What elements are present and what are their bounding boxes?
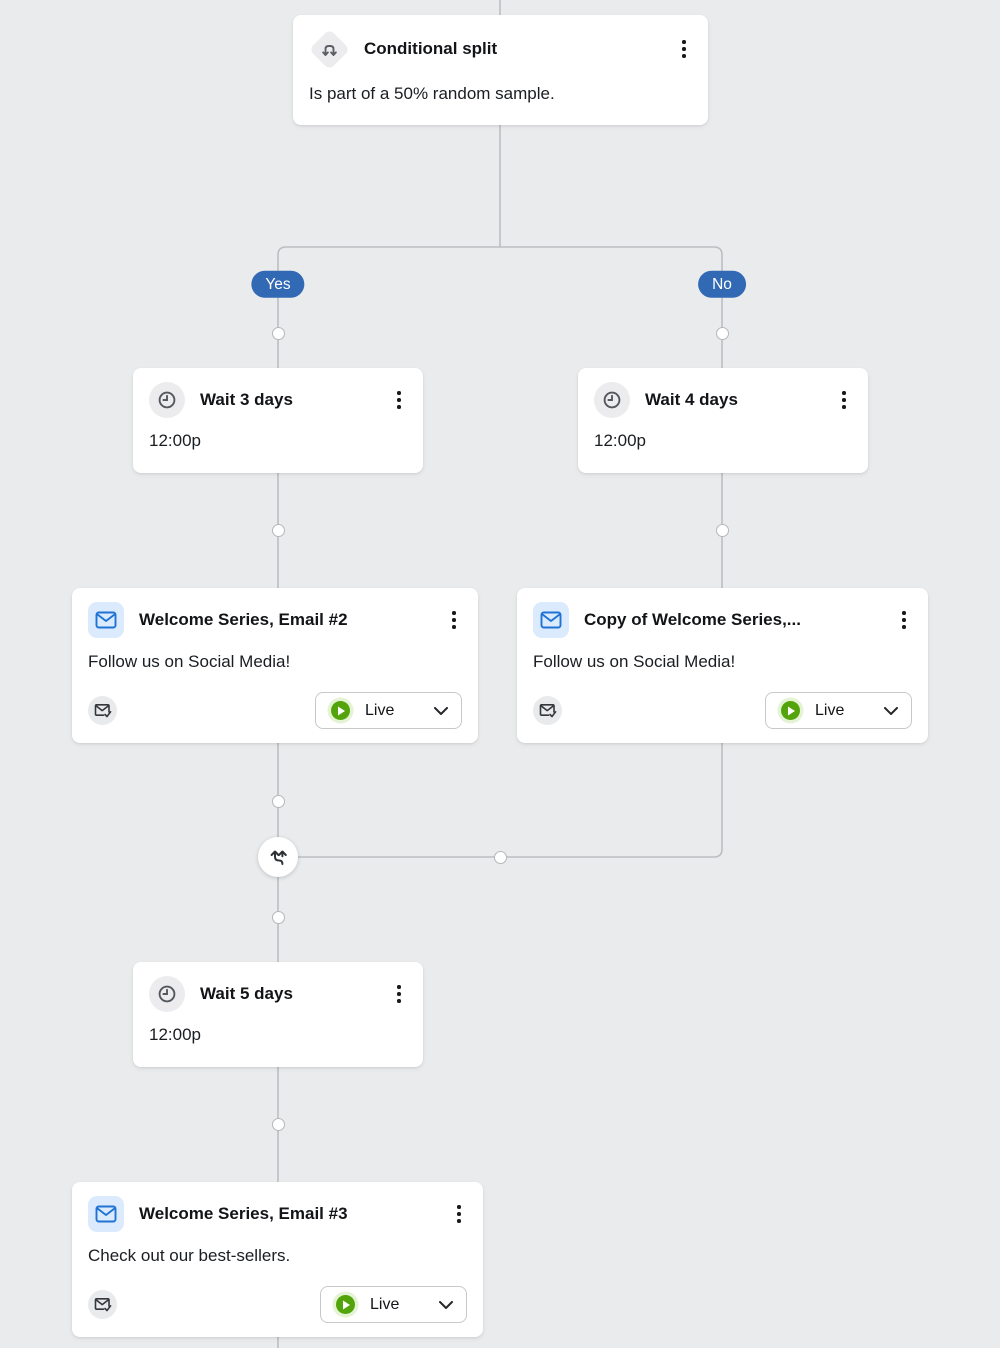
email-card-no-branch[interactable]: Copy of Welcome Series,... Follow us on …	[517, 588, 928, 743]
connector-dot[interactable]	[493, 850, 507, 864]
connector-dot[interactable]	[271, 1117, 285, 1131]
email-subject: Follow us on Social Media!	[88, 652, 291, 671]
conditional-split-card[interactable]: Conditional split Is part of a 50% rando…	[293, 15, 708, 125]
envelope-check-icon	[88, 696, 117, 725]
kebab-menu-icon[interactable]	[391, 386, 407, 414]
kebab-menu-icon[interactable]	[896, 606, 912, 634]
status-label: Live	[370, 1295, 400, 1313]
branch-label-no: No	[698, 270, 746, 298]
kebab-menu-icon[interactable]	[391, 980, 407, 1008]
card-title: Conditional split	[364, 39, 498, 58]
connector-dot[interactable]	[715, 326, 729, 340]
wait-time: 12:00p	[149, 431, 201, 450]
wait-time: 12:00p	[149, 1025, 201, 1044]
play-icon	[781, 701, 800, 720]
card-title: Wait 4 days	[645, 390, 738, 409]
status-dropdown[interactable]: Live	[320, 1286, 467, 1323]
status-dropdown[interactable]: Live	[765, 692, 912, 729]
kebab-menu-icon[interactable]	[451, 1200, 467, 1228]
kebab-menu-icon[interactable]	[446, 606, 462, 634]
status-dropdown[interactable]: Live	[315, 692, 462, 729]
wait-time: 12:00p	[594, 431, 646, 450]
envelope-check-icon	[533, 696, 562, 725]
connector-dot[interactable]	[271, 326, 285, 340]
connector-dot[interactable]	[271, 523, 285, 537]
wait-card-yes-branch[interactable]: Wait 3 days 12:00p	[133, 368, 423, 473]
wait-card-merged[interactable]: Wait 5 days 12:00p	[133, 962, 423, 1067]
card-title: Welcome Series, Email #3	[139, 1204, 348, 1223]
chevron-down-icon	[434, 706, 448, 715]
card-title: Wait 3 days	[200, 390, 293, 409]
email-subject: Follow us on Social Media!	[533, 652, 736, 671]
connector-dot[interactable]	[715, 523, 729, 537]
email-card-yes-branch[interactable]: Welcome Series, Email #2 Follow us on So…	[72, 588, 478, 743]
status-label: Live	[815, 701, 845, 719]
card-title: Copy of Welcome Series,...	[584, 610, 801, 629]
chevron-down-icon	[884, 706, 898, 715]
connector-dot[interactable]	[271, 910, 285, 924]
email-card-merged[interactable]: Welcome Series, Email #3 Check out our b…	[72, 1182, 483, 1337]
chevron-down-icon	[439, 1300, 453, 1309]
branch-label-yes: Yes	[251, 270, 305, 298]
clock-icon	[149, 382, 185, 418]
status-label: Live	[365, 701, 395, 719]
envelope-icon	[88, 1196, 124, 1232]
kebab-menu-icon[interactable]	[676, 35, 692, 63]
card-title: Welcome Series, Email #2	[139, 610, 348, 629]
clock-icon	[149, 976, 185, 1012]
merge-arrows-icon	[258, 837, 298, 877]
envelope-icon	[88, 602, 124, 638]
wait-card-no-branch[interactable]: Wait 4 days 12:00p	[578, 368, 868, 473]
envelope-icon	[533, 602, 569, 638]
split-arrows-icon	[308, 28, 350, 70]
envelope-check-icon	[88, 1290, 117, 1319]
kebab-menu-icon[interactable]	[836, 386, 852, 414]
email-subject: Check out our best-sellers.	[88, 1246, 291, 1265]
card-description: Is part of a 50% random sample.	[309, 84, 555, 103]
connector-dot[interactable]	[271, 794, 285, 808]
clock-icon	[594, 382, 630, 418]
card-title: Wait 5 days	[200, 984, 293, 1003]
play-icon	[331, 701, 350, 720]
play-icon	[336, 1295, 355, 1314]
